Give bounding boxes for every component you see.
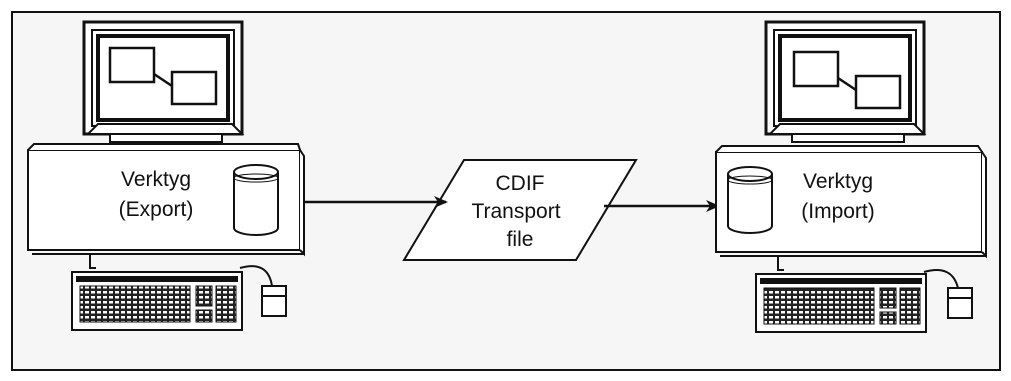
export-label-line2: (Export) xyxy=(119,198,194,221)
import-label-line2: (Import) xyxy=(801,200,875,223)
transport-label-line1: CDIF xyxy=(496,172,545,195)
export-database-icon xyxy=(234,165,278,235)
export-monitor xyxy=(84,22,242,142)
export-keyboard xyxy=(72,272,242,330)
import-label-line1: Verktyg xyxy=(803,170,873,193)
import-keyboard xyxy=(756,274,926,332)
import-monitor xyxy=(766,22,924,142)
import-database-icon xyxy=(728,167,772,233)
export-label-line1: Verktyg xyxy=(121,168,191,191)
transport-label-line2: Transport xyxy=(471,200,560,223)
transport-label-line3: file xyxy=(507,228,534,251)
